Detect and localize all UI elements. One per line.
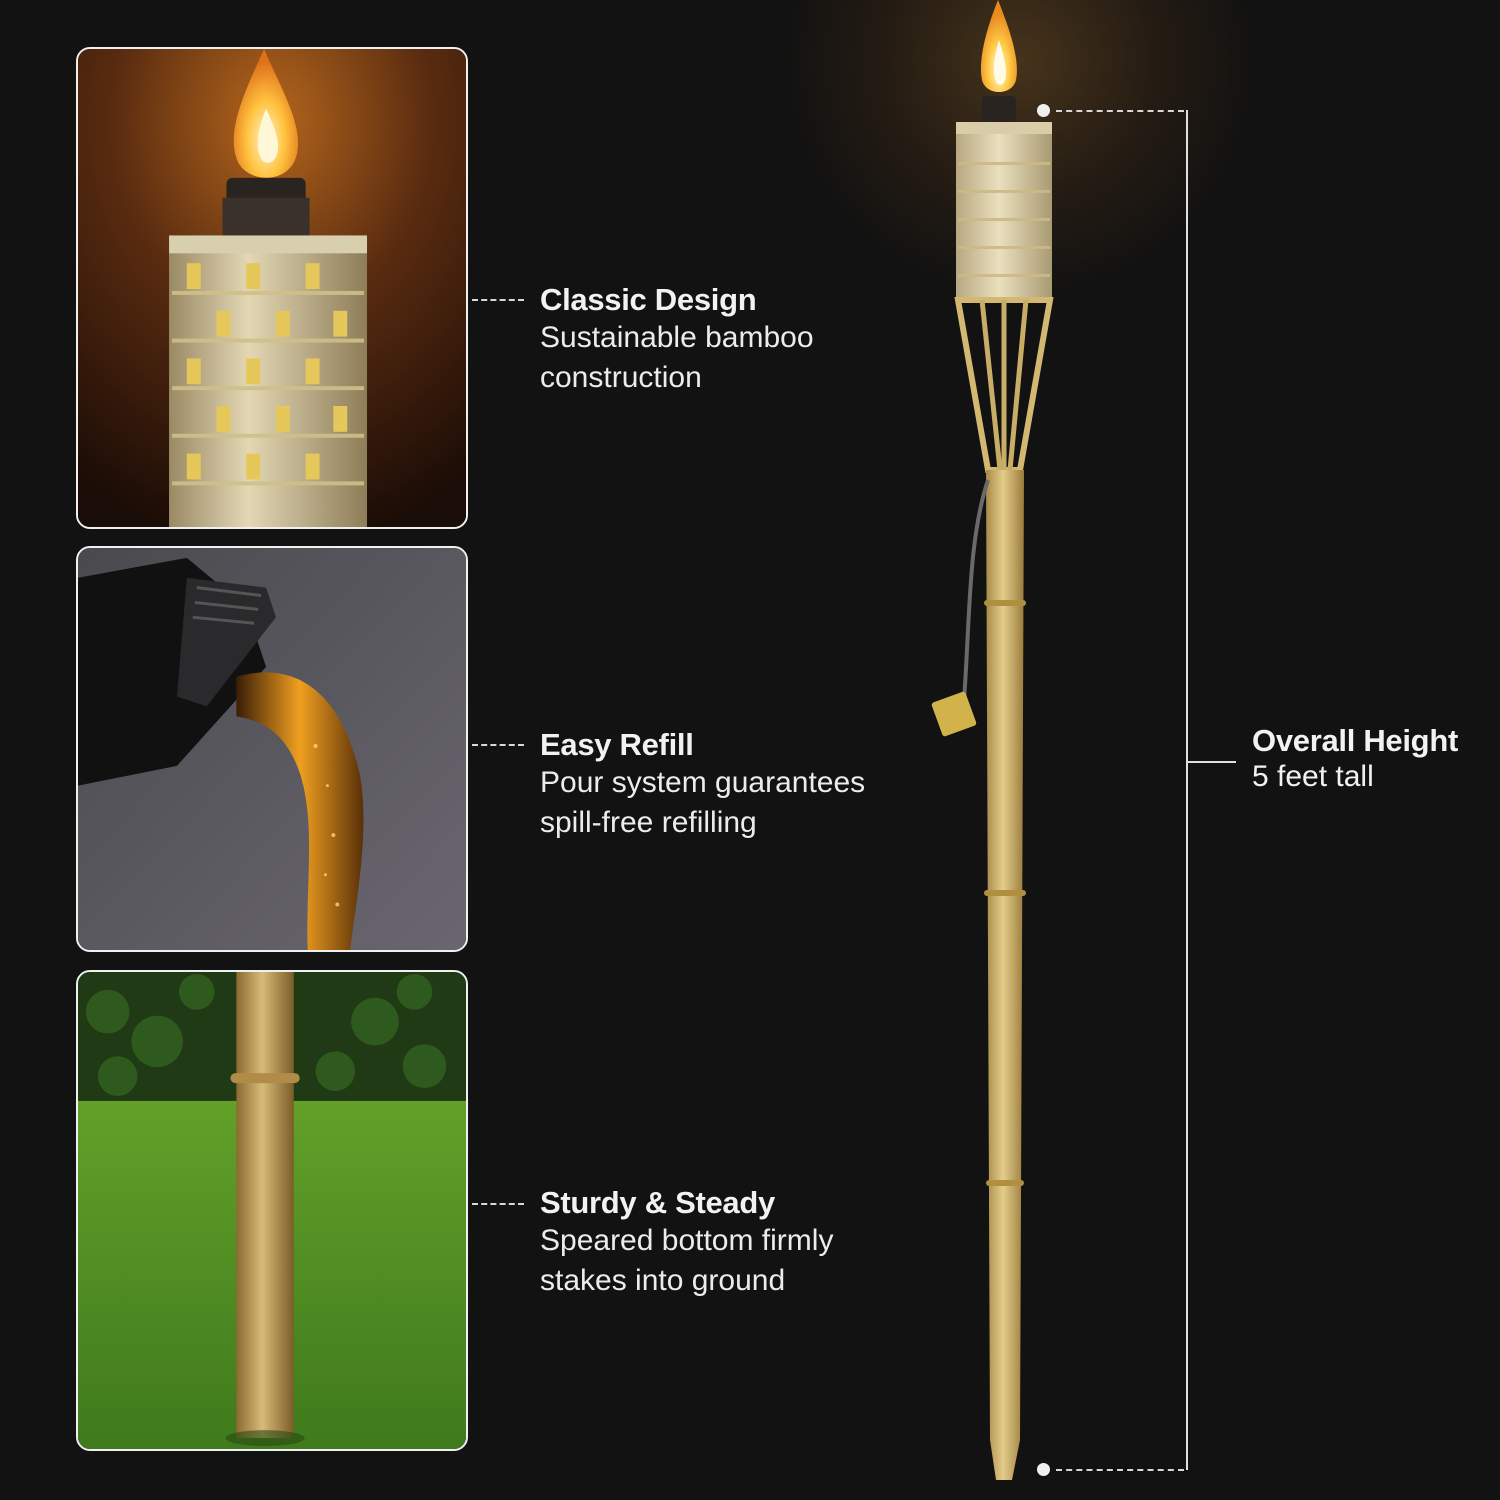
connector-classic-design xyxy=(472,299,524,301)
feature-description-line: stakes into ground xyxy=(540,1264,786,1297)
feature-sturdy-steady: Sturdy & Steady Speared bottom firmly st… xyxy=(540,1185,960,1301)
dimension-top-dot xyxy=(1037,104,1050,117)
feature-title: Easy Refill xyxy=(540,727,694,762)
connector-easy-refill xyxy=(472,744,524,746)
feature-description-line: construction xyxy=(540,361,702,394)
feature-description-line: Sustainable bamboo xyxy=(540,321,814,354)
dimension-value: 5 feet tall xyxy=(1252,760,1374,793)
dimension-vertical-line xyxy=(1186,110,1188,1470)
feature-description-line: Pour system guarantees xyxy=(540,766,866,799)
dimension-title: Overall Height xyxy=(1252,723,1458,758)
classic-design-photo xyxy=(76,47,468,529)
dimension-bottom-dashed-line xyxy=(1056,1469,1184,1471)
feature-description-line: spill-free refilling xyxy=(540,806,757,839)
feature-title: Classic Design xyxy=(540,282,757,317)
feature-easy-refill: Easy Refill Pour system guarantees spill… xyxy=(540,727,960,843)
feature-description-line: Speared bottom firmly xyxy=(540,1224,834,1257)
overall-height-label: Overall Height 5 feet tall xyxy=(1252,722,1497,794)
connector-sturdy-steady xyxy=(472,1203,524,1205)
dimension-label-tick xyxy=(1188,761,1236,763)
sturdy-steady-photo xyxy=(76,970,468,1451)
feature-title: Sturdy & Steady xyxy=(540,1185,775,1220)
easy-refill-photo xyxy=(76,546,468,952)
tiki-torch-illustration xyxy=(931,0,1054,1480)
dimension-top-dashed-line xyxy=(1056,110,1184,112)
feature-classic-design: Classic Design Sustainable bamboo constr… xyxy=(540,282,960,398)
dimension-bottom-dot xyxy=(1037,1463,1050,1476)
